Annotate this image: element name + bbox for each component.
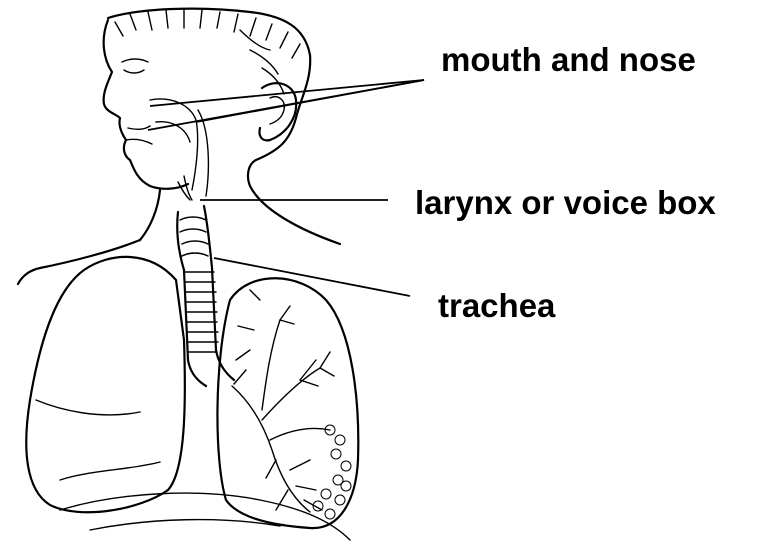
right-lung [217,278,358,528]
leader-mouth-nose-lower [148,80,424,130]
left-lung [26,257,185,512]
leader-lines [148,80,424,296]
trachea [177,206,234,386]
hair [108,9,310,118]
neck [140,118,340,244]
leader-trachea [214,258,410,296]
diaphragm [60,493,350,540]
airway-passages [150,99,208,200]
label-larynx: larynx or voice box [415,186,716,219]
label-trachea: trachea [438,289,555,322]
shoulders [18,240,140,284]
leader-mouth-nose-upper [150,80,424,106]
label-mouth-and-nose: mouth and nose [441,43,696,76]
